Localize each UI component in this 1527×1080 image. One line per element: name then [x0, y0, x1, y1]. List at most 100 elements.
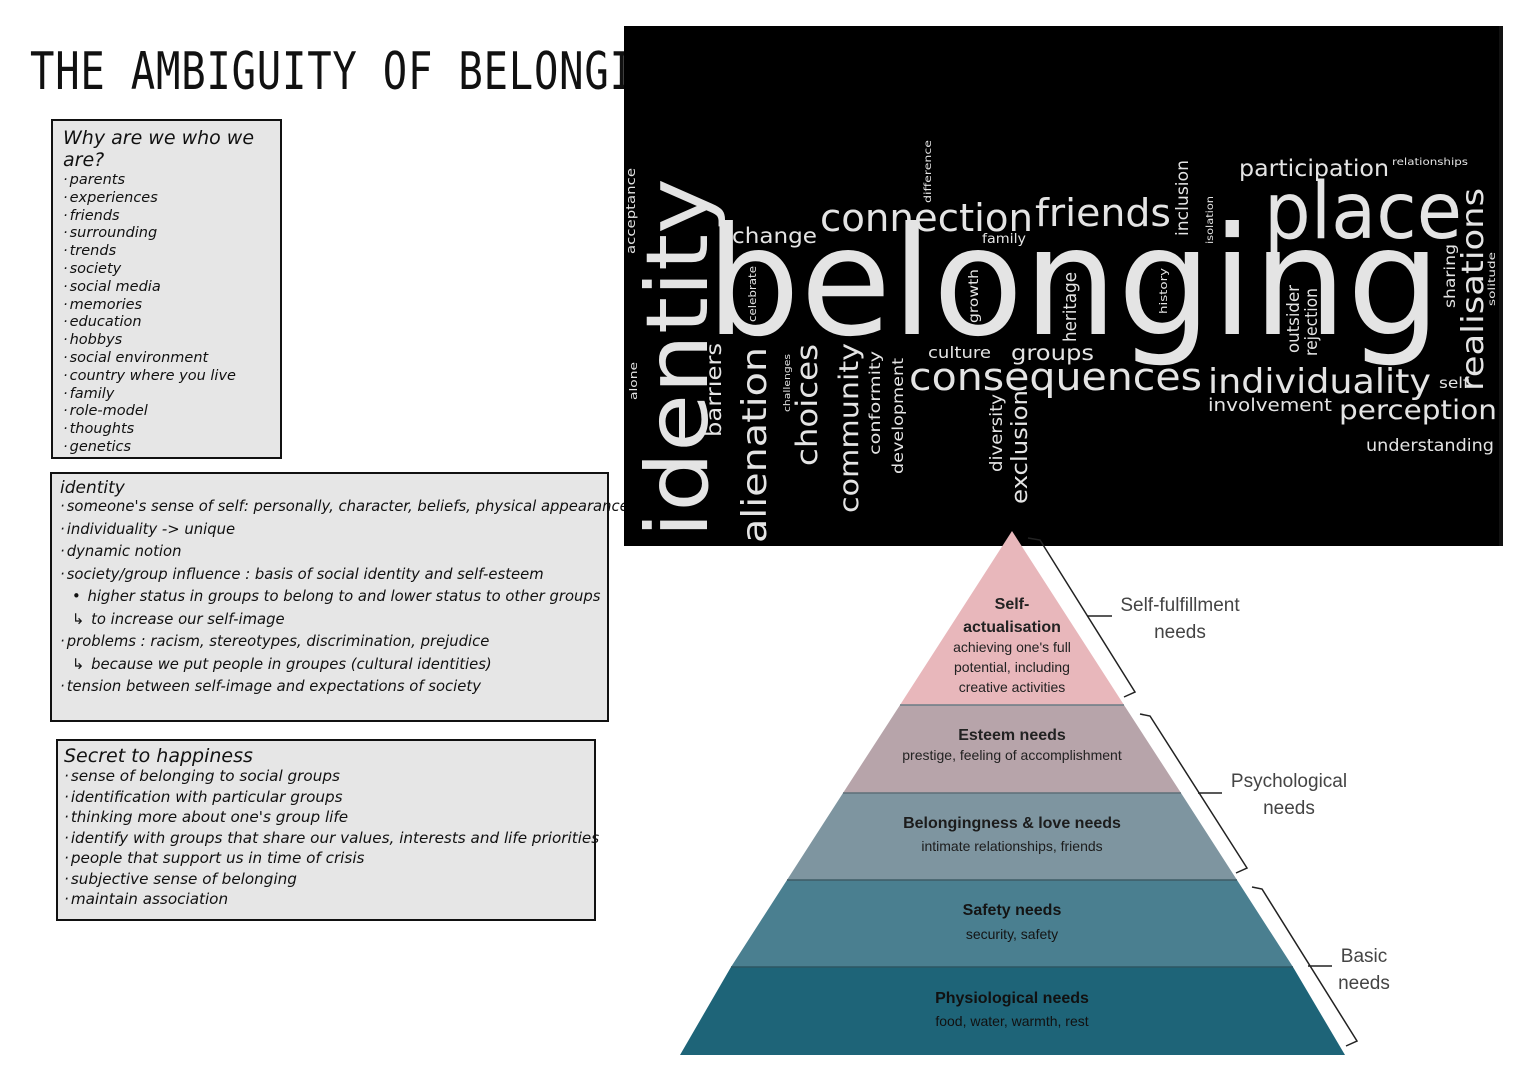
level-1-title: Self-: [995, 596, 1030, 613]
word-choices: choices: [790, 344, 824, 466]
pyramid-level-5: [680, 967, 1345, 1055]
level-5-desc: food, water, warmth, rest: [935, 1013, 1088, 1029]
word-perception: perception: [1339, 395, 1497, 426]
list-item: individuality -> unique: [60, 522, 599, 546]
level-4-title: Safety needs: [963, 902, 1062, 919]
group-psychological-label: needs: [1263, 798, 1315, 819]
list-item: problems : racism, stereotypes, discrimi…: [60, 634, 599, 658]
word-isolation: isolation: [1205, 196, 1216, 244]
word-acceptance: acceptance: [624, 168, 638, 254]
word-conformity: conformity: [866, 351, 884, 455]
list-item: surrounding: [63, 226, 270, 244]
group-basic-label: needs: [1338, 973, 1390, 994]
word-sharing: sharing: [1441, 244, 1459, 308]
happiness-box: Secret to happiness sense of belonging t…: [56, 739, 599, 921]
list-item: family: [63, 386, 270, 405]
word-cloud-svg: belonging identity place connection frie…: [624, 140, 1498, 543]
list-item: hobbys: [63, 333, 270, 351]
word-celebrate: celebrate: [746, 266, 759, 322]
word-realisations: realisations: [1456, 188, 1491, 391]
word-change: change: [732, 224, 817, 248]
pyramid-level-2-labels: Esteem needs prestige, feeling of accomp…: [902, 727, 1122, 763]
word-alone: alone: [627, 362, 640, 400]
word-inclusion: inclusion: [1173, 160, 1193, 236]
list-item: subjective sense of belonging: [64, 871, 588, 893]
word-heritage: heritage: [1060, 272, 1081, 342]
word-culture: culture: [928, 343, 991, 362]
list-item: identify with groups that share our valu…: [64, 830, 599, 852]
list-item: someone's sense of self: personally, cha…: [60, 499, 629, 523]
list-item: people that support us in time of crisis: [64, 851, 588, 872]
word-exclusion: exclusion: [1008, 390, 1033, 504]
pyramid-level-3-labels: Belongingness & love needs intimate rela…: [903, 815, 1121, 854]
pyramid-level-3: [787, 793, 1237, 880]
list-item: friends: [63, 208, 270, 227]
word-individuality: individuality: [1208, 362, 1431, 402]
list-item: trends: [63, 244, 270, 262]
word-self: self: [1439, 374, 1470, 392]
word-rejection: rejection: [1302, 288, 1322, 356]
identity-box: identity someone's sense of self: person…: [50, 472, 629, 722]
level-4-desc: security, safety: [966, 926, 1058, 942]
list-item: education: [63, 315, 270, 333]
group-psychological-label: Psychological: [1231, 771, 1347, 792]
word-belonging: belonging: [706, 196, 1441, 370]
level-5-title: Physiological needs: [935, 990, 1089, 1007]
happiness-box-heading: Secret to happiness: [64, 745, 253, 767]
pyramid-level-1-labels: Self- actualisation achieving one's full…: [953, 596, 1071, 695]
word-barriers: barriers: [702, 343, 726, 437]
pyramid-level-2: [843, 705, 1181, 793]
list-item: experiences: [63, 191, 270, 209]
happiness-box-list: sense of belonging to social groups iden…: [64, 769, 599, 913]
pyramid-level-4: [731, 880, 1293, 967]
word-challenges: challenges: [783, 354, 793, 412]
list-item: dynamic notion: [60, 544, 599, 568]
word-growth: growth: [967, 269, 982, 323]
word-alienation: alienation: [735, 347, 775, 543]
list-item: thinking more about one's group life: [64, 810, 588, 831]
list-item: identification with particular groups: [64, 789, 588, 811]
word-relationships: relationships: [1392, 157, 1468, 168]
word-consequences: consequences: [909, 355, 1202, 399]
level-1-title: actualisation: [963, 619, 1061, 636]
group-self-fulfillment-label: Self-fulfillment: [1120, 595, 1240, 616]
word-cloud: belonging identity place connection frie…: [624, 26, 1500, 546]
list-item: higher status in groups to belong to and…: [60, 589, 600, 613]
level-3-desc: intimate relationships, friends: [921, 838, 1102, 854]
list-item: parents: [63, 173, 270, 191]
list-item: social media: [63, 280, 270, 298]
bracket-basic: [1251, 886, 1359, 1047]
list-item: society/group influence : basis of socia…: [60, 567, 599, 591]
pyramid-level-5-labels: Physiological needs food, water, warmth,…: [935, 990, 1089, 1029]
level-1-desc: achieving one's full: [953, 639, 1071, 655]
why-are-we-box: Why are we who we are? parents experienc…: [51, 119, 282, 459]
group-self-fulfillment-label: needs: [1154, 622, 1206, 643]
word-participation: participation: [1239, 156, 1389, 182]
word-solitude: solitude: [1487, 252, 1498, 306]
pyramid-level-4-labels: Safety needs security, safety: [963, 902, 1062, 942]
word-involvement: involvement: [1208, 395, 1332, 416]
list-item: memories: [63, 297, 270, 316]
word-difference: difference: [923, 140, 934, 203]
word-cloud-edge: [1499, 26, 1503, 546]
level-3-title: Belongingness & love needs: [903, 815, 1121, 832]
word-community: community: [834, 343, 865, 513]
word-friends: friends: [1035, 191, 1171, 235]
list-item: society: [63, 262, 270, 280]
list-item: country where you live: [63, 369, 270, 387]
list-item: role-model: [63, 404, 270, 422]
level-1-desc: potential, including: [954, 659, 1070, 675]
why-box-heading: Why are we who we are?: [63, 127, 255, 171]
level-2-desc: prestige, feeling of accomplishment: [902, 747, 1122, 763]
bracket-psychological: [1139, 713, 1249, 874]
why-box-list: parents experiences friends surrounding …: [63, 173, 270, 458]
list-item: social environment: [63, 351, 270, 369]
list-item: because we put people in groupes (cultur…: [60, 657, 599, 681]
group-labels: Self-fulfillment needs Psychological nee…: [1120, 595, 1390, 994]
word-family: family: [982, 232, 1026, 247]
list-item: to increase our self-image: [60, 612, 599, 636]
group-basic-label: Basic: [1341, 946, 1387, 967]
level-1-desc: creative activities: [959, 679, 1066, 695]
pyramid-level-1: [900, 531, 1124, 705]
